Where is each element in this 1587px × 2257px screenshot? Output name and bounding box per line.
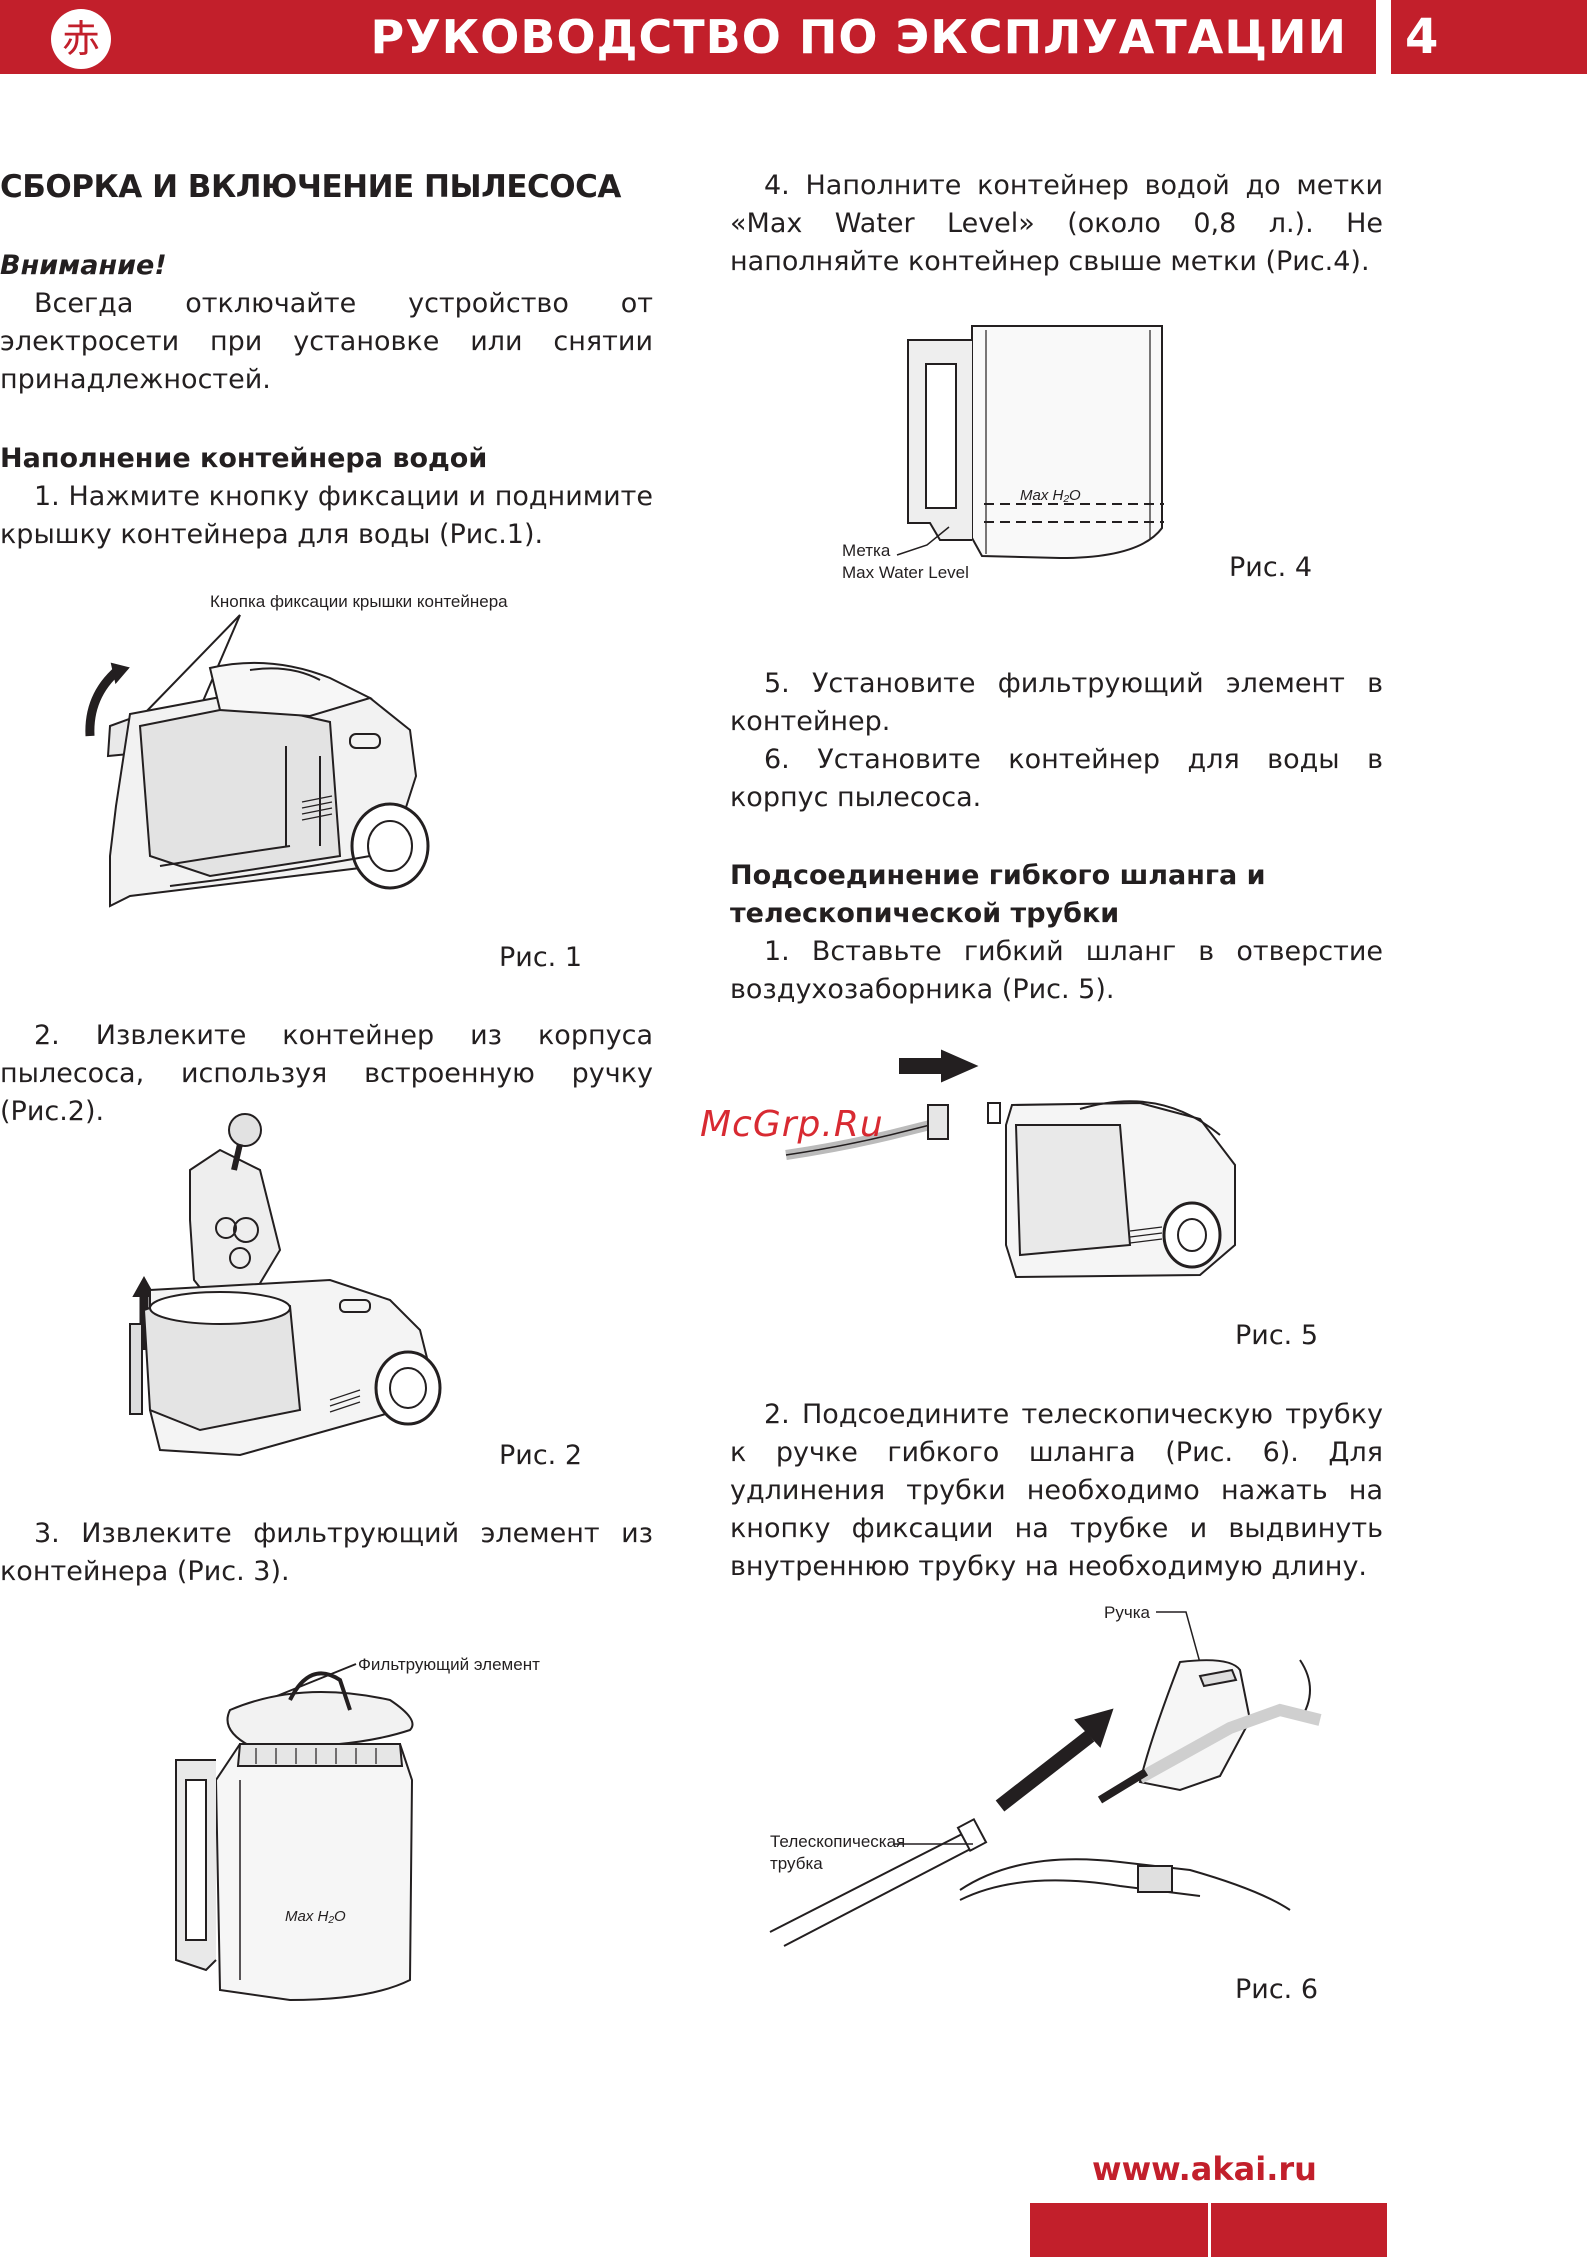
step-4-text: 4. Наполните контейнер водой до метки «M…	[730, 170, 1383, 277]
footer-bar-right	[1211, 2203, 1387, 2257]
fig4-caption: Рис. 4	[1229, 552, 1313, 583]
figure-6	[769, 1611, 1322, 1947]
fig4-label-1: Метка	[842, 541, 891, 560]
fig4-mark: Max H₂O	[1020, 487, 1081, 504]
fig6-label-tube-2: трубка	[770, 1854, 823, 1873]
page-title: РУКОВОДСТВО ПО ЭКСПЛУАТАЦИИ	[370, 10, 1347, 64]
hose-step-2-text: 2. Подсоедините телескопическую трубку к…	[730, 1399, 1383, 1582]
warning-text: Всегда отключайте устройство от электрос…	[0, 288, 653, 395]
figure-1	[85, 614, 430, 908]
watermark: McGrp.Ru	[700, 1104, 884, 1145]
figure-2	[129, 1113, 442, 1457]
fig6-caption: Рис. 6	[1235, 1974, 1319, 2005]
fig5-caption: Рис. 5	[1235, 1320, 1319, 1351]
figure-4	[907, 325, 1164, 560]
akai-logo: 赤	[51, 9, 111, 69]
fill-water-heading: Наполнение контейнера водой	[0, 443, 488, 474]
footer-bar-left	[1030, 2203, 1208, 2257]
fig1-caption: Рис. 1	[499, 942, 583, 973]
page-number: 4	[1405, 9, 1439, 65]
fig3-label: Фильтрующий элемент	[358, 1655, 540, 1674]
fig6-tube-pointer	[893, 1843, 973, 1845]
fig3-mark: Max H₂O	[285, 1908, 346, 1925]
fig6-label-tube-1: Телескопическая	[770, 1832, 906, 1851]
figure-3	[175, 1663, 414, 2002]
footer-website[interactable]: www.akai.ru	[1092, 2150, 1317, 2188]
section-title: СБОРКА И ВКЛЮЧЕНИЕ ПЫЛЕСОСА	[0, 169, 621, 205]
fig1-label: Кнопка фиксации крышки контейнера	[210, 592, 508, 611]
fig4-pointer	[896, 526, 950, 556]
fig4-label-2: Max Water Level	[842, 563, 969, 582]
step-5-text: 5. Установите фильтрующий элемент в конт…	[730, 668, 1383, 737]
step-6-text: 6. Установите контейнер для воды в корпу…	[730, 744, 1383, 813]
logo-glyph: 赤	[61, 17, 100, 61]
step-2-text: 2. Извлеките контейнер из корпуса пылесо…	[0, 1020, 653, 1127]
page-number-box: 4	[1391, 0, 1587, 74]
header-bar	[0, 0, 1376, 74]
step-1-text: 1. Нажмите кнопку фиксации и поднимите к…	[0, 481, 653, 550]
hose-step-1-text: 1. Вставьте гибкий шланг в отверстие воз…	[730, 936, 1383, 1005]
step-3-text: 3. Извлеките фильтрующий элемент из конт…	[0, 1518, 653, 1587]
warning-label: Внимание!	[0, 250, 167, 281]
figure-5	[785, 1049, 1236, 1279]
fig6-label-handle: Ручка	[1104, 1603, 1150, 1622]
hose-heading: Подсоединение гибкого шланга и телескопи…	[730, 860, 1266, 929]
fig2-caption: Рис. 2	[499, 1440, 583, 1471]
